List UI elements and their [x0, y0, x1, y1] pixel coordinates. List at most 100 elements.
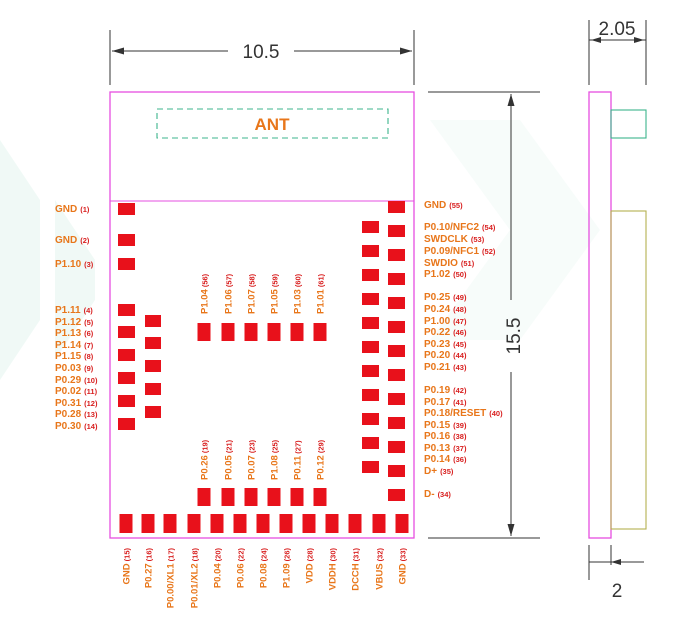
right-pad-inner-8 — [362, 389, 379, 401]
inner-bottom-pin-label-23: P0.07(23) — [247, 439, 258, 480]
right-pad-inner-10 — [362, 437, 379, 449]
bottom-pin-label-30: VDDH(30) — [328, 548, 339, 591]
width-value: 10.5 — [243, 42, 280, 63]
inner-bottom-pin-label-21: P0.05(21) — [224, 439, 235, 480]
pin-labels: GND(1)GND(2)P1.10(3)P1.11(4)P1.12(5)P1.1… — [55, 200, 503, 608]
right-pin-label-46: P0.22(46) — [424, 327, 467, 338]
left-pin-label-3: P1.10(3) — [55, 259, 94, 270]
right-pin-label-50: P1.02(50) — [424, 269, 467, 280]
right-pad-outer-9 — [388, 393, 405, 405]
right-pad-outer-3 — [388, 249, 405, 261]
right-pin-label-49: P0.25(49) — [424, 292, 467, 303]
inner-top-pin-label-57: P1.06(57) — [224, 273, 235, 314]
inner-bottom-pin-label-27: P0.11(27) — [293, 440, 304, 480]
right-pin-label-42: P0.19(42) — [424, 385, 467, 396]
inner-bottom-pad-4 — [267, 488, 281, 506]
height-dimension: 15.5 — [428, 91, 540, 539]
left-pin-label-6: P1.13(6) — [55, 328, 94, 339]
left-pad-inner-5 — [145, 406, 161, 418]
antenna-area — [156, 108, 389, 139]
left-pin-label-1: GND(1) — [55, 204, 90, 215]
left-pad-outer-2 — [118, 234, 135, 246]
bottom-pin-label-31: DCCH(31) — [351, 548, 362, 591]
bottom-pin-label-16: P0.27(16) — [144, 548, 155, 589]
bottom-pad-12 — [372, 514, 386, 533]
right-pin-label-43: P0.21(43) — [424, 362, 467, 373]
right-pin-label-48: P0.24(48) — [424, 304, 467, 315]
left-pad-outer-8 — [118, 395, 135, 407]
width-dimension: 10.5 — [109, 30, 415, 85]
left-pad-outer-1 — [118, 203, 135, 215]
bottom-pin-label-32: VBUS(32) — [375, 548, 386, 590]
right-pad-outer-2 — [388, 225, 405, 237]
bottom-pad-5 — [210, 514, 224, 533]
height-value: 15.5 — [504, 318, 525, 355]
antenna-label: ANT — [255, 115, 291, 134]
bottom-pad-2 — [141, 514, 155, 533]
right-pad-outer-11 — [388, 441, 405, 453]
inner-top-pad-5 — [290, 323, 304, 341]
bottom-pad-11 — [348, 514, 362, 533]
side-view: 2.05 2 — [588, 19, 647, 602]
left-pad-outer-3 — [118, 258, 135, 270]
bottom-pad-8 — [279, 514, 293, 533]
right-pad-inner-4 — [362, 293, 379, 305]
watermark — [0, 120, 600, 380]
bottom-pad-9 — [302, 514, 316, 533]
right-pad-outer-6 — [388, 321, 405, 333]
side-shield — [610, 210, 647, 530]
left-pin-label-12: P0.31(12) — [55, 398, 98, 409]
right-pad-outer-1 — [388, 201, 405, 213]
inner-bottom-pad-2 — [221, 488, 235, 506]
inner-top-pin-label-61: P1.01(61) — [316, 273, 327, 314]
inner-bottom-pad-6 — [313, 488, 327, 506]
bottom-pin-label-17: P0.00/XL1(17) — [166, 548, 177, 609]
left-pad-outer-6 — [118, 349, 135, 361]
left-pin-label-10: P0.29(10) — [55, 375, 98, 386]
right-pad-outer-4 — [388, 273, 405, 285]
bottom-pad-3 — [163, 514, 177, 533]
right-pin-label-36: P0.14(36) — [424, 454, 467, 465]
bottom-pin-label-24: P0.08(24) — [259, 548, 270, 589]
right-pad-inner-1 — [362, 221, 379, 233]
right-pin-label-41: P0.17(41) — [424, 397, 467, 408]
left-pad-inner-2 — [145, 337, 161, 349]
side-pcb-outline — [588, 91, 612, 539]
right-pin-label-34: D-(34) — [424, 489, 451, 500]
bottom-pin-label-28: VDD(28) — [305, 548, 316, 584]
inner-top-pad-3 — [244, 323, 258, 341]
right-pad-outer-5 — [388, 297, 405, 309]
bottom-pin-label-18: P0.01/XL2(18) — [190, 548, 201, 609]
left-pad-inner-3 — [145, 360, 161, 372]
bottom-pin-label-20: P0.04(20) — [213, 548, 224, 589]
inner-top-pad-6 — [313, 323, 327, 341]
right-pin-label-53: SWDCLK(53) — [424, 234, 485, 245]
right-pin-label-47: P1.00(47) — [424, 316, 467, 327]
inner-bottom-pin-label-29: P0.12(29) — [316, 439, 327, 480]
bottom-pad-7 — [256, 514, 270, 533]
inner-bottom-pad-1 — [197, 488, 211, 506]
right-pin-label-37: P0.13(37) — [424, 443, 467, 454]
bottom-pin-label-22: P0.06(22) — [236, 548, 247, 589]
inner-top-pad-4 — [267, 323, 281, 341]
left-pin-label-14: P0.30(14) — [55, 421, 98, 432]
bottom-pad-4 — [187, 514, 201, 533]
left-pad-outer-7 — [118, 372, 135, 384]
left-pad-outer-5 — [118, 326, 135, 338]
right-pad-outer-10 — [388, 417, 405, 429]
right-pad-inner-9 — [362, 413, 379, 425]
right-pin-label-52: P0.09/NFC1(52) — [424, 246, 496, 257]
inner-top-pin-label-58: P1.07(58) — [247, 273, 258, 314]
right-pin-label-44: P0.20(44) — [424, 350, 467, 361]
right-pad-outer-12 — [388, 465, 405, 477]
left-pin-label-2: GND(2) — [55, 235, 90, 246]
right-pin-label-54: P0.10/NFC2(54) — [424, 222, 496, 233]
bottom-pad-13 — [395, 514, 409, 533]
inner-bottom-pad-5 — [290, 488, 304, 506]
bottom-pad-10 — [325, 514, 339, 533]
right-pad-inner-3 — [362, 269, 379, 281]
module-outline — [109, 91, 415, 539]
left-pin-label-4: P1.11(4) — [55, 305, 93, 316]
bottom-pin-label-33: GND(33) — [398, 548, 409, 585]
